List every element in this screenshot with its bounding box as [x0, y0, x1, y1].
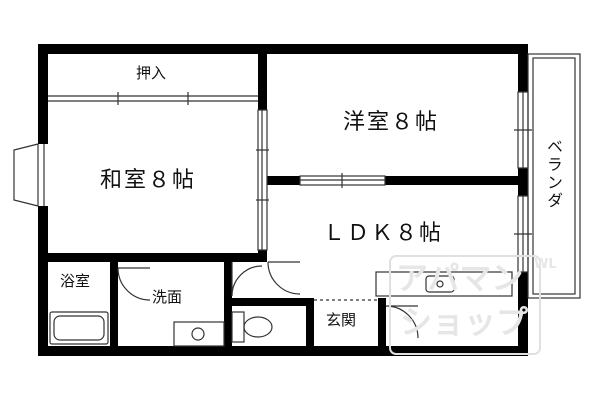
wall-toilet-top — [224, 298, 314, 306]
wall-left-upper — [38, 44, 48, 144]
room-label-washitsu: 和室８帖 — [100, 168, 197, 193]
wall-youshitsu-bottom-right — [385, 176, 525, 185]
room-label-youshitsu: 洋室８帖 — [343, 110, 440, 135]
wall-bath-right — [110, 262, 118, 352]
watermark-line2: ショップ — [400, 303, 529, 341]
toilet — [231, 261, 301, 343]
entrance-door — [314, 299, 419, 339]
wall-wash-right — [224, 262, 232, 352]
oshiire-doors — [48, 92, 258, 105]
kitchen-counter — [375, 271, 513, 297]
watermark-graphic — [389, 255, 541, 355]
wall-washitsu-bottom — [48, 253, 267, 262]
bathtub — [49, 311, 109, 345]
wall-youshitsu-bottom-left — [258, 176, 300, 185]
watermark-line1: アパマン — [396, 259, 524, 297]
wall-entrance-right — [378, 298, 386, 352]
sliding-door-washitsu — [256, 109, 269, 251]
room-label-veranda: ベランダ — [544, 138, 563, 210]
watermark-mark: WL — [534, 257, 557, 272]
bath-fixtures — [49, 267, 151, 345]
wall-top — [38, 44, 528, 54]
room-label-bathroom: 浴室 — [60, 272, 91, 290]
bay-window — [13, 143, 45, 207]
room-label-ldk: ＬＤＫ８帖 — [323, 221, 444, 246]
wall-bottom — [38, 346, 528, 356]
veranda — [527, 53, 581, 299]
room-label-oshiire: 押入 — [136, 64, 167, 82]
room-label-washroom: 洗面 — [152, 288, 183, 306]
room-label-entrance: 玄関 — [326, 311, 357, 329]
wash-basin — [173, 321, 225, 347]
wall-left-lower — [38, 206, 48, 356]
wall-toilet-right — [306, 298, 314, 352]
sliding-door-youshitsu — [299, 173, 386, 188]
